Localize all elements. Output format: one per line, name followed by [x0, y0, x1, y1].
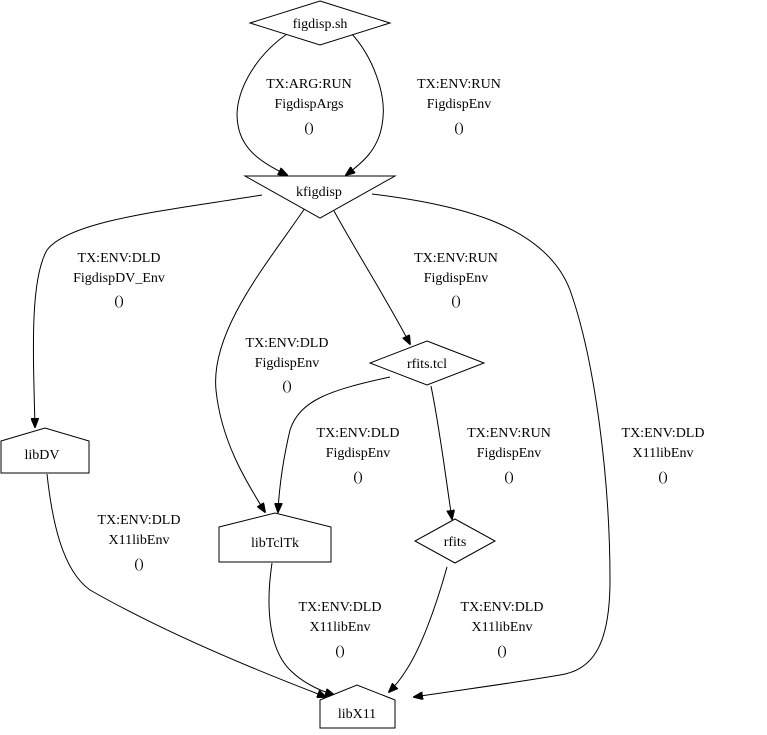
edge-label-line: (): [497, 644, 507, 659]
edge-label-line: FigdispDV_Env: [73, 271, 165, 286]
edge-label-rfits-libX11: TX:ENV:DLD X11libEnv (): [461, 600, 544, 659]
edge-figdisp-sh-to-kfigdisp-env: [346, 31, 384, 175]
nodes: figdisp.sh kfigdisp rfits.tcl libDV libT…: [0, 0, 497, 729]
edge-label-line: TX:ENV:RUN: [414, 251, 498, 266]
node-figdisp-sh[interactable]: figdisp.sh: [248, 0, 392, 46]
edge-labels: TX:ARG:RUN FigdispArgs () TX:ENV:RUN Fig…: [73, 77, 704, 659]
edge-label-line: (): [134, 557, 144, 572]
node-rfits-tcl[interactable]: rfits.tcl: [368, 340, 486, 386]
node-label: kfigdisp: [296, 185, 342, 200]
edge-label-line: TX:ENV:DLD: [246, 336, 329, 351]
edge-label-line: FigdispArgs: [275, 97, 344, 112]
edges: [33, 31, 611, 697]
edge-label-line: (): [282, 379, 292, 394]
edge-label-line: TX:ENV:DLD: [78, 251, 161, 266]
edge-label-libDV-libX11: TX:ENV:DLD X11libEnv (): [98, 513, 181, 572]
node-label: libDV: [25, 448, 60, 463]
node-rfits[interactable]: rfits: [413, 518, 497, 564]
edge-label-kfigdisp-libDV: TX:ENV:DLD FigdispDV_Env (): [73, 251, 165, 309]
node-label: libTclTk: [251, 536, 299, 551]
edge-label-line: TX:ARG:RUN: [266, 77, 352, 92]
edge-label-line: (): [504, 470, 514, 485]
edge-label-line: X11libEnv: [633, 446, 694, 461]
edge-label-line: TX:ENV:RUN: [417, 77, 501, 92]
edge-label-line: FigdispEnv: [424, 271, 489, 286]
edge-rfits-tcl-to-libTclTk: [278, 376, 391, 512]
node-label: figdisp.sh: [293, 17, 348, 32]
node-kfigdisp[interactable]: kfigdisp: [243, 175, 397, 219]
edge-label-line: FigdispEnv: [427, 97, 492, 112]
edge-label-line: TX:ENV:RUN: [467, 426, 551, 441]
edge-kfigdisp-to-libDV: [33, 194, 263, 427]
edge-libDV-to-libX11: [46, 473, 326, 697]
edge-label-kfigdisp-libX11: TX:ENV:DLD X11libEnv (): [622, 426, 705, 485]
edge-label-libTclTk-libX11: TX:ENV:DLD X11libEnv (): [299, 600, 382, 659]
node-libDV[interactable]: libDV: [0, 427, 90, 474]
edge-label-line: FigdispEnv: [255, 356, 320, 371]
edge-label-line: TX:ENV:DLD: [299, 600, 382, 615]
node-label: rfits.tcl: [407, 357, 447, 372]
edge-rfits-tcl-to-rfits: [430, 385, 452, 519]
edge-label-line: TX:ENV:DLD: [98, 513, 181, 528]
edge-label-rfits-tcl-libTclTk: TX:ENV:DLD FigdispEnv (): [317, 426, 400, 485]
edge-label-figdisp-sh-env: TX:ENV:RUN FigdispEnv (): [417, 77, 501, 136]
edge-label-line: X11libEnv: [310, 620, 371, 635]
node-label: libX11: [338, 707, 376, 722]
edge-label-figdisp-sh-args: TX:ARG:RUN FigdispArgs (): [266, 77, 352, 136]
edge-label-line: (): [451, 294, 461, 309]
edge-label-line: (): [353, 470, 363, 485]
edge-rfits-to-libX11: [389, 566, 448, 692]
edge-label-line: (): [304, 121, 314, 136]
edge-label-kfigdisp-rfits-tcl: TX:ENV:RUN FigdispEnv (): [414, 251, 498, 309]
edge-kfigdisp-to-rfits-tcl: [333, 210, 410, 344]
edge-label-line: TX:ENV:DLD: [622, 426, 705, 441]
edge-libTclTk-to-libX11: [268, 562, 334, 695]
edge-label-line: (): [454, 121, 464, 136]
edge-label-line: (): [335, 644, 345, 659]
edge-label-line: TX:ENV:DLD: [461, 600, 544, 615]
edge-label-line: FigdispEnv: [477, 446, 542, 461]
edge-label-line: X11libEnv: [109, 533, 170, 548]
edge-label-line: FigdispEnv: [326, 446, 391, 461]
node-label: rfits: [444, 535, 467, 550]
edge-label-line: X11libEnv: [472, 620, 533, 635]
edge-label-line: TX:ENV:DLD: [317, 426, 400, 441]
edge-kfigdisp-to-libTclTk: [215, 207, 306, 512]
edge-kfigdisp-to-libX11: [371, 193, 611, 697]
node-libTclTk[interactable]: libTclTk: [218, 512, 332, 563]
edge-label-line: (): [658, 470, 668, 485]
edge-label-kfigdisp-libTclTk: TX:ENV:DLD FigdispEnv (): [246, 336, 329, 394]
edge-label-line: (): [114, 294, 124, 309]
edge-label-rfits-tcl-rfits: TX:ENV:RUN FigdispEnv (): [467, 426, 551, 485]
node-libX11[interactable]: libX11: [319, 684, 396, 729]
edge-figdisp-sh-to-kfigdisp-args: [236, 31, 291, 175]
